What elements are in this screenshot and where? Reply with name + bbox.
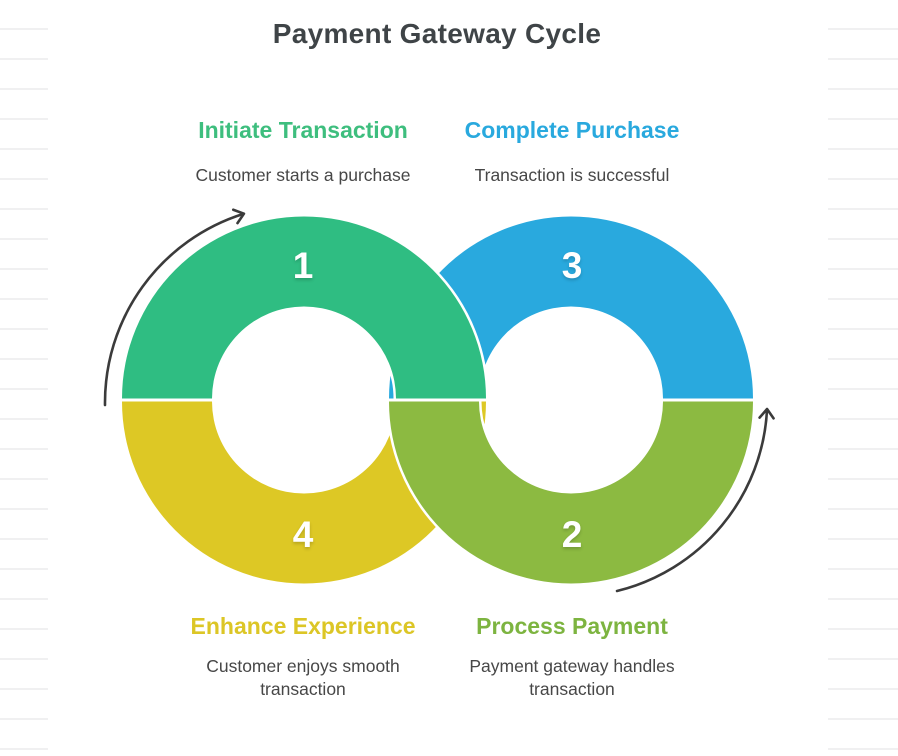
step-3-description: Transaction is successful: [474, 165, 670, 185]
left-loop-arrow: [103, 208, 246, 407]
segment-1-arc-initiate-transaction: [119, 214, 489, 401]
step-1-number: 1: [292, 245, 314, 286]
step-2-number: 2: [561, 514, 583, 555]
page-title: Payment Gateway Cycle: [272, 18, 602, 49]
step-1-description: Customer starts a purchase: [195, 165, 411, 185]
step-2-label: Process Payment: [476, 613, 668, 639]
step-2-description: Payment gateway handles transaction: [469, 656, 675, 699]
step-4-label: Enhance Experience: [190, 613, 416, 639]
step-4-number: 4: [292, 514, 314, 555]
ruled-lines-right: [828, 0, 898, 756]
step-3-number: 3: [561, 245, 583, 286]
step-1-label: Initiate Transaction: [198, 117, 408, 143]
segment-2-arc-process-payment: [386, 399, 756, 586]
ruled-lines-left: [0, 0, 48, 756]
step-4-description: Customer enjoys smooth transaction: [206, 656, 400, 699]
step-3-label: Complete Purchase: [464, 117, 680, 143]
right-loop-arrow: [615, 407, 775, 593]
